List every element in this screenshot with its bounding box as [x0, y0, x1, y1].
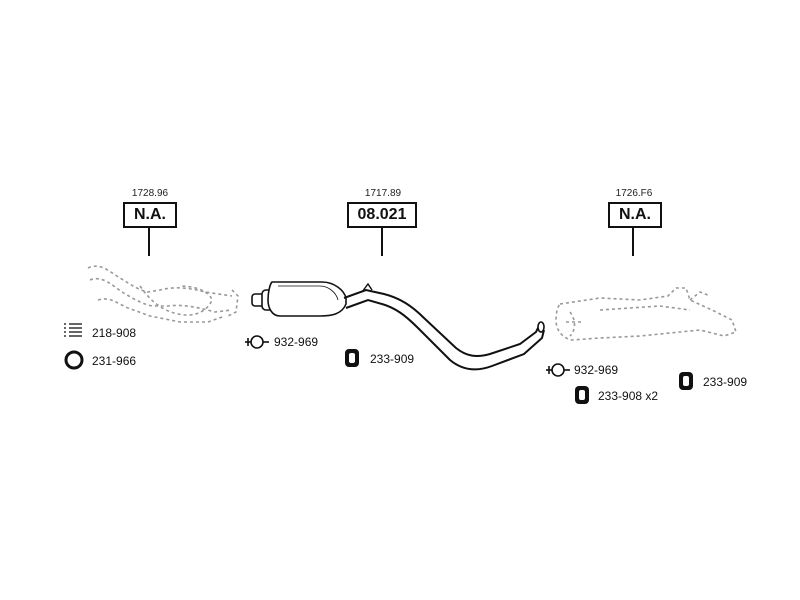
section-3-leader — [632, 228, 634, 256]
clamp-icon — [245, 335, 269, 349]
part-218-908-label: 218-908 — [92, 326, 137, 340]
clamp-icon — [546, 363, 570, 377]
gasket-ring-icon — [64, 350, 84, 370]
section-2-ref: 1717.89 — [364, 188, 402, 199]
section-3-code-box: N.A. — [608, 202, 662, 228]
part-932-969-label-a: 932-969 — [274, 335, 319, 349]
bolt-kit-icon — [64, 323, 82, 337]
section-2-leader — [381, 228, 383, 256]
section-1-leader — [148, 228, 150, 256]
rubber-mount-icon — [679, 372, 693, 390]
rear-silencer-drawing — [555, 287, 738, 341]
front-pipe-drawing — [87, 265, 239, 323]
section-2-code-box: 08.021 — [347, 202, 417, 228]
part-231-966-label: 231-966 — [92, 354, 137, 368]
part-233-908-label: 233-908 x2 — [598, 389, 659, 403]
section-3-ref: 1726.F6 — [615, 188, 653, 199]
rubber-mount-icon — [575, 386, 589, 404]
rubber-mount-icon — [345, 349, 359, 367]
section-1-ref: 1728.96 — [131, 188, 169, 199]
part-233-909-label-b: 233-909 — [703, 375, 748, 389]
middle-silencer-drawing — [251, 281, 545, 371]
section-1-code-box: N.A. — [123, 202, 177, 228]
part-233-909-label-a: 233-909 — [370, 352, 415, 366]
part-932-969-label-b: 932-969 — [574, 363, 619, 377]
